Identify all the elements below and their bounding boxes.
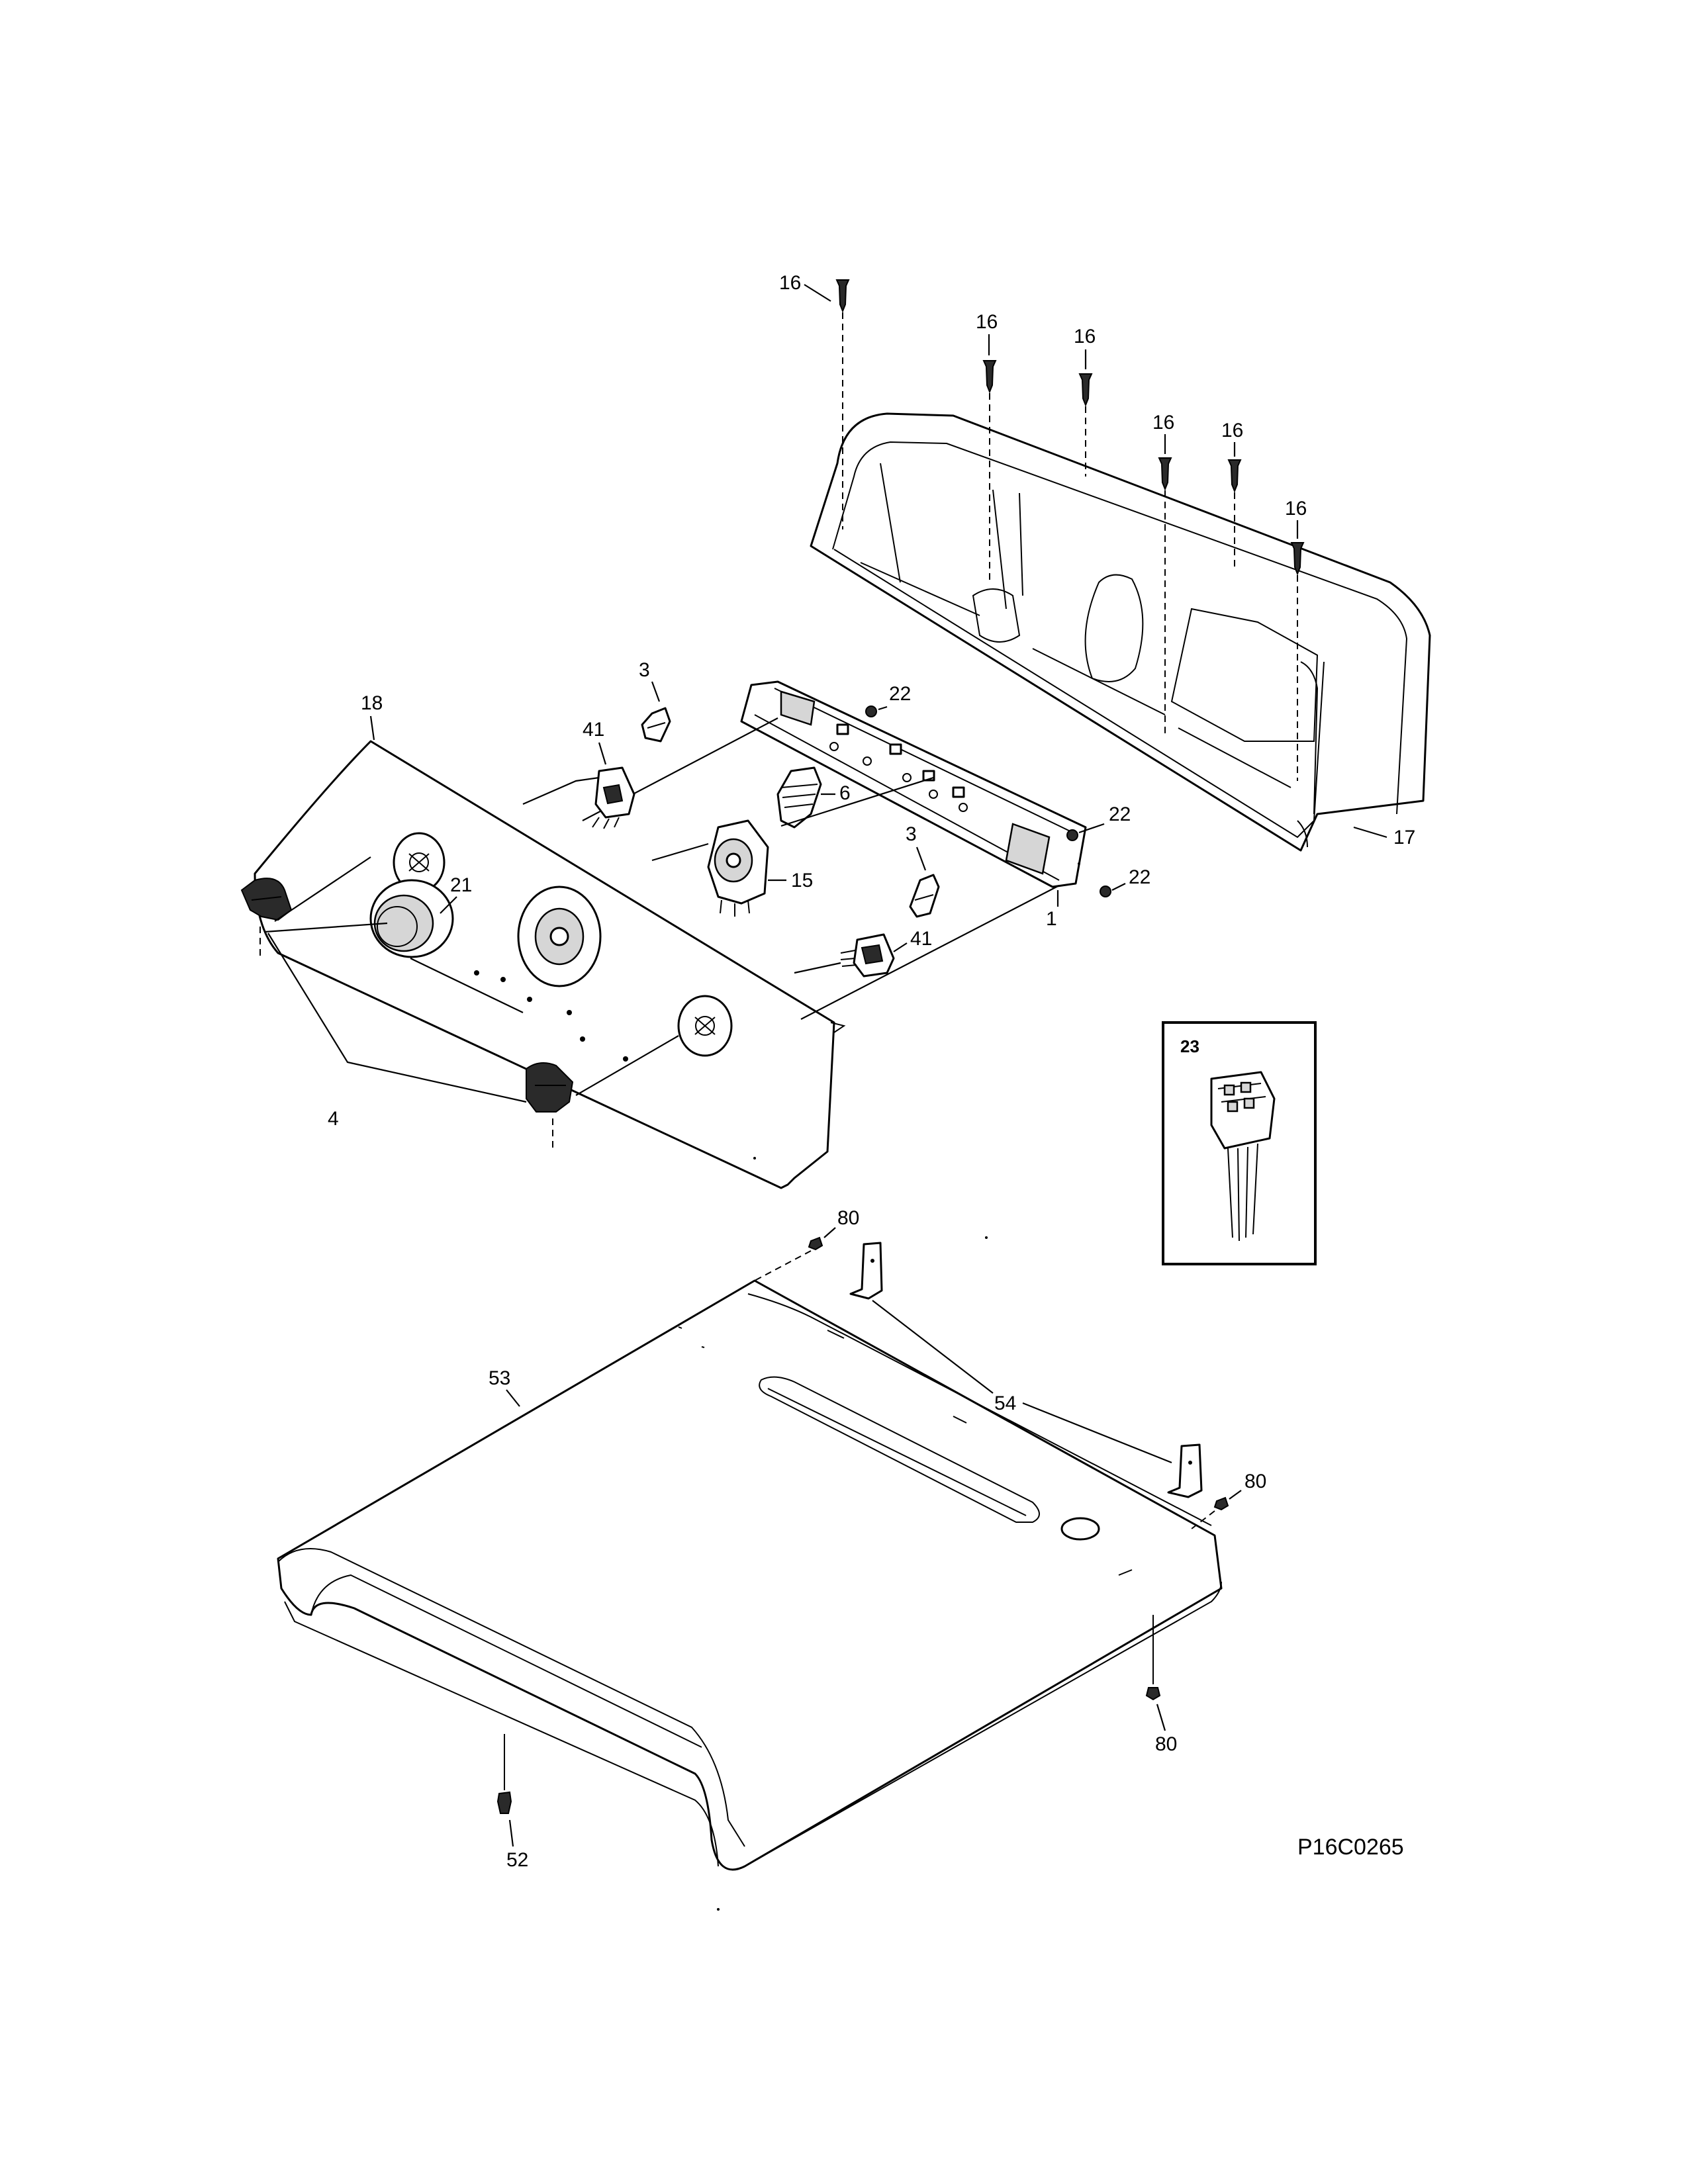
callout-22c: 22	[1129, 866, 1150, 888]
leader-17	[1353, 826, 1387, 839]
callout-16c: 16	[1074, 326, 1096, 347]
control-panel	[254, 740, 846, 1189]
callout-41a: 41	[583, 719, 604, 741]
connector-icon	[1210, 1071, 1276, 1242]
leader-21	[440, 896, 457, 914]
clip-lower	[909, 874, 940, 918]
callout-41b: 41	[910, 928, 932, 950]
leader-52	[508, 1819, 514, 1847]
lens-align-line-2	[410, 958, 524, 1013]
callout-15: 15	[791, 870, 813, 891]
leader-18	[369, 715, 375, 741]
plug-align-line-2	[794, 962, 841, 974]
bracket-lower	[1167, 1443, 1203, 1498]
selector-align-line	[651, 842, 709, 862]
callout-54: 54	[994, 1392, 1016, 1414]
knob-center	[526, 1062, 574, 1152]
leader-3b	[915, 846, 927, 871]
leader-3a	[651, 681, 661, 702]
callout-16b: 16	[976, 311, 998, 333]
diagram-code: P16C0265	[1297, 1835, 1404, 1860]
board-align-line	[800, 885, 1060, 1020]
clip-upper	[641, 707, 671, 743]
knob-align-line-2	[575, 1035, 679, 1096]
nut-icon	[1191, 1496, 1229, 1529]
dial-seat	[677, 995, 733, 1057]
callout-80b: 80	[1244, 1471, 1266, 1492]
callout-53: 53	[489, 1367, 510, 1389]
callout-18: 18	[361, 692, 383, 714]
lens-align-line	[264, 922, 388, 933]
plug-lower	[840, 933, 895, 978]
selector-switch	[707, 819, 769, 917]
bracket-upper	[849, 1242, 883, 1300]
knob-left	[240, 878, 293, 958]
leader-41b	[893, 942, 908, 952]
screw-icon	[982, 360, 997, 582]
callout-4: 4	[328, 1108, 339, 1130]
leader-22c	[1111, 883, 1126, 891]
callout-16e: 16	[1221, 420, 1243, 441]
callout-3a: 3	[639, 659, 650, 681]
plug-upper	[592, 766, 635, 829]
leader-4	[267, 933, 527, 1103]
top-lid	[277, 1279, 1223, 1871]
leader-80c	[1156, 1704, 1166, 1731]
screw-icon	[1158, 457, 1172, 735]
leader-53	[506, 1389, 520, 1407]
plug-align-line	[522, 776, 600, 805]
callout-6: 6	[839, 782, 851, 804]
bumper-foot-icon	[496, 1734, 512, 1814]
leader-54a	[872, 1300, 994, 1394]
callout-3b: 3	[906, 823, 917, 845]
callout-22a: 22	[889, 683, 911, 705]
lens-ring	[369, 879, 454, 958]
scan-specks	[717, 862, 1080, 1911]
console-backguard	[810, 412, 1431, 852]
leader-22a	[878, 705, 888, 711]
leader-41a	[598, 742, 607, 765]
callout-80c: 80	[1155, 1733, 1177, 1755]
nut-icon	[754, 1236, 823, 1281]
leader-16a	[804, 284, 831, 302]
callout-80a: 80	[837, 1207, 859, 1229]
leader-80a	[823, 1227, 836, 1238]
screw-icon	[1078, 373, 1093, 477]
callout-17: 17	[1393, 827, 1415, 848]
callout-16f: 16	[1285, 498, 1307, 520]
knob-align-line	[274, 856, 371, 922]
screw-icon	[1227, 459, 1242, 569]
dial-seat	[517, 886, 602, 987]
nut-icon	[1145, 1615, 1161, 1701]
screw-icon	[835, 279, 850, 529]
inset-box: 23	[1162, 1021, 1317, 1265]
board-screw-icon	[865, 705, 1111, 897]
screw-group-16	[835, 279, 1305, 781]
leader-22b	[1078, 823, 1105, 834]
callout-16d: 16	[1152, 412, 1174, 433]
screw-icon	[1290, 542, 1305, 781]
wire-harness	[776, 766, 822, 829]
callout-21: 21	[450, 874, 472, 896]
callout-52: 52	[506, 1849, 528, 1871]
leader-80b	[1229, 1490, 1242, 1500]
board-component	[836, 723, 965, 798]
inset-label: 23	[1180, 1036, 1199, 1056]
harness-align-line	[780, 776, 934, 827]
callout-22b: 22	[1109, 803, 1131, 825]
callout-1: 1	[1046, 908, 1057, 930]
leader-54b	[1022, 1402, 1172, 1464]
callout-16a: 16	[779, 272, 801, 294]
